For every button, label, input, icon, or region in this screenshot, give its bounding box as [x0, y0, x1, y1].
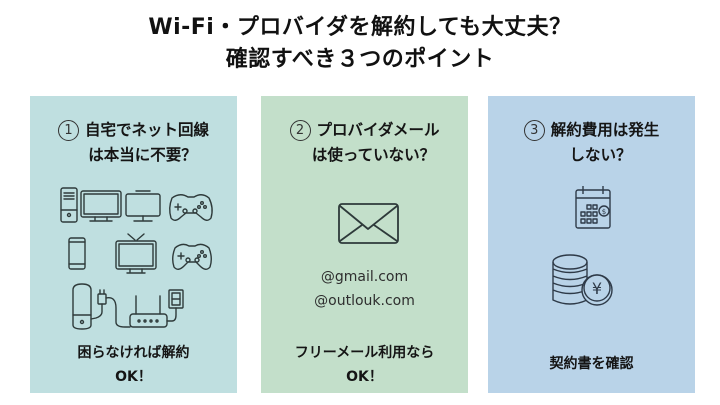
email-list: @gmail.com @outlouk.com [261, 265, 468, 313]
number-badge: 3 [523, 120, 545, 141]
point-card-2: 2 プロバイダメール は使っていない？ @gmail.com @outlouk.… [261, 96, 468, 393]
yen-coins-icon: ¥ [552, 254, 613, 306]
point-card-3: 3 解約費用は発生 しない？ $ [488, 96, 695, 393]
footer-line-1: フリーメール利用なら [294, 345, 435, 361]
card-footer: 困らなければ解約 OK！ [30, 341, 237, 389]
heading-line-1: 自宅でネット回線 [84, 121, 209, 139]
number-badge: 1 [57, 120, 79, 141]
svg-text:¥: ¥ [592, 279, 602, 298]
footer-line-1: 困らなければ解約 [77, 345, 190, 361]
smart-speaker-icon [72, 283, 92, 330]
smartphone-icon [68, 237, 86, 270]
email-gmail: @gmail.com [320, 269, 409, 285]
svg-text:$: $ [602, 208, 606, 216]
title-line-2: 確認すべき３つのポイント [225, 47, 495, 72]
footer-line-2: OK！ [115, 369, 152, 385]
card-heading: 2 プロバイダメール は使っていない？ [261, 118, 468, 168]
title-line-1: Wi-Fi・プロバイダを解約しても大丈夫？ [148, 15, 572, 40]
router-icon [129, 295, 177, 328]
footer-line-2: OK！ [346, 369, 383, 385]
heading-line-2: は本当に不要？ [88, 146, 197, 164]
heading-line-1: 解約費用は発生 [550, 121, 660, 139]
power-plug-icon [90, 289, 131, 328]
email-outlook: @outlouk.com [314, 293, 415, 309]
heading-line-2: は使っていない？ [311, 146, 436, 164]
devices-illustration [30, 184, 237, 334]
card-footer: 契約書を確認 [488, 352, 695, 376]
game-controller-icon [172, 243, 212, 270]
desktop-pc-icon [60, 187, 78, 223]
calendar-icon: $ [575, 186, 611, 229]
card-footer: フリーメール利用なら OK！ [261, 341, 468, 389]
tv-monitor-icon [125, 190, 161, 222]
envelope-icon [261, 200, 468, 246]
page-title: Wi-Fi・プロバイダを解約しても大丈夫？ 確認すべき３つのポイント [0, 12, 720, 76]
point-card-1: 1 自宅でネット回線 は本当に不要？ [30, 96, 237, 393]
monitor-icon [80, 190, 122, 222]
number-badge: 2 [289, 120, 311, 141]
heading-line-1: プロバイダメール [316, 121, 440, 139]
card-heading: 1 自宅でネット回線 は本当に不要？ [30, 118, 237, 168]
card-heading: 3 解約費用は発生 しない？ [488, 118, 695, 168]
wall-outlet-icon [168, 289, 184, 309]
tv-antenna-icon [115, 233, 157, 274]
cost-illustration: $ ¥ [488, 182, 695, 312]
footer-line-1: 契約書を確認 [549, 356, 634, 372]
game-controller-icon [169, 194, 213, 221]
heading-line-2: しない？ [569, 146, 632, 164]
